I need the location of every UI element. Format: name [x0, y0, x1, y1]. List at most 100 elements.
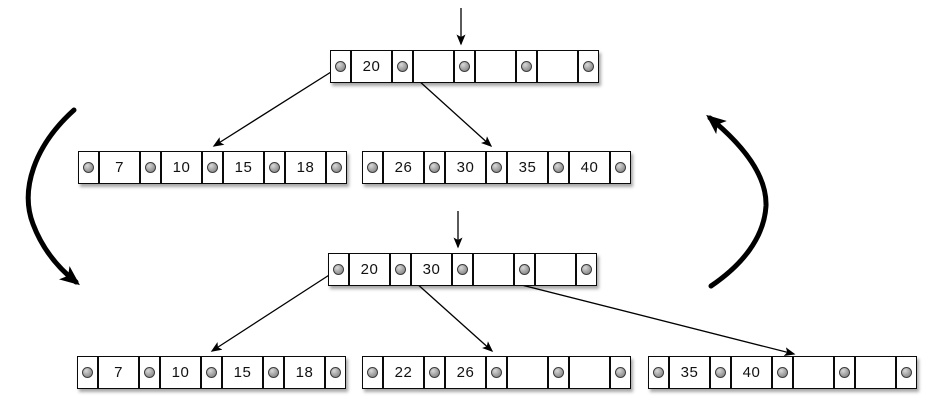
pointer-cell — [328, 253, 349, 286]
pointer-dot-icon — [335, 61, 346, 72]
pointer-dot-icon — [207, 162, 218, 173]
pointer-dot-icon — [615, 367, 626, 378]
pointer-cell — [834, 356, 855, 389]
key-cell — [413, 50, 454, 83]
link-top-root-to-left-child — [212, 65, 341, 147]
key-cell: 22 — [383, 356, 424, 389]
pointer-cell — [362, 151, 383, 184]
key-cell: 18 — [284, 356, 325, 389]
key-cell: 15 — [223, 151, 264, 184]
pointer-dot-icon — [553, 162, 564, 173]
pointer-cell — [362, 356, 383, 389]
pointer-cell — [578, 50, 599, 83]
pointer-cell — [648, 356, 669, 389]
key-cell: 10 — [160, 356, 201, 389]
pointer-dot-icon — [581, 264, 592, 275]
key-cell — [537, 50, 578, 83]
key-cell: 40 — [569, 151, 610, 184]
pointer-cell — [330, 50, 351, 83]
pointer-cell — [424, 151, 445, 184]
pointer-cell — [548, 356, 569, 389]
btree-node-top-child-left: 7 10 15 18 — [78, 151, 347, 184]
key-cell: 7 — [99, 151, 140, 184]
pointer-cell — [77, 356, 98, 389]
key-cell: 7 — [98, 356, 139, 389]
pointer-dot-icon — [459, 61, 470, 72]
pointer-dot-icon — [333, 264, 344, 275]
pointer-dot-icon — [491, 367, 502, 378]
pointer-cell — [452, 253, 473, 286]
key-cell — [569, 356, 610, 389]
key-cell — [793, 356, 834, 389]
pointer-dot-icon — [519, 264, 530, 275]
key-cell — [473, 253, 514, 286]
pointer-cell — [610, 151, 631, 184]
pointer-dot-icon — [83, 162, 94, 173]
btree-node-top-root: 20 — [330, 50, 599, 83]
pointer-dot-icon — [330, 367, 341, 378]
pointer-cell — [548, 151, 569, 184]
btree-node-bottom-child-middle: 22 26 — [362, 356, 631, 389]
pointer-cell — [202, 151, 223, 184]
pointer-dot-icon — [397, 61, 408, 72]
pointer-dot-icon — [653, 367, 664, 378]
pointer-dot-icon — [777, 367, 788, 378]
pointer-dot-icon — [367, 367, 378, 378]
pointer-dot-icon — [144, 367, 155, 378]
key-cell: 15 — [222, 356, 263, 389]
pointer-dot-icon — [367, 162, 378, 173]
pointer-dot-icon — [331, 162, 342, 173]
pointer-dot-icon — [615, 162, 626, 173]
pointer-cell — [139, 356, 160, 389]
pointer-cell — [486, 356, 507, 389]
pointer-cell — [514, 253, 535, 286]
pointer-cell — [78, 151, 99, 184]
pointer-dot-icon — [145, 162, 156, 173]
key-cell: 30 — [445, 151, 486, 184]
btree-node-bottom-child-right: 35 40 — [648, 356, 917, 389]
cycle-arrow-left-down — [25, 107, 80, 286]
pointer-dot-icon — [521, 61, 532, 72]
pointer-dot-icon — [429, 162, 440, 173]
key-cell — [475, 50, 516, 83]
key-cell: 35 — [507, 151, 548, 184]
key-cell: 18 — [285, 151, 326, 184]
key-cell — [855, 356, 896, 389]
pointer-cell — [326, 151, 347, 184]
pointer-dot-icon — [395, 264, 406, 275]
pointer-dot-icon — [553, 367, 564, 378]
pointer-dot-icon — [269, 162, 280, 173]
pointer-cell — [896, 356, 917, 389]
pointer-cell — [201, 356, 222, 389]
key-cell: 26 — [445, 356, 486, 389]
key-cell: 20 — [349, 253, 390, 286]
pointer-dot-icon — [839, 367, 850, 378]
pointer-cell — [390, 253, 411, 286]
pointer-cell — [710, 356, 731, 389]
pointer-cell — [264, 151, 285, 184]
key-cell: 20 — [351, 50, 392, 83]
pointer-cell — [772, 356, 793, 389]
key-cell: 30 — [411, 253, 452, 286]
pointer-dot-icon — [491, 162, 502, 173]
pointer-dot-icon — [715, 367, 726, 378]
pointer-dot-icon — [429, 367, 440, 378]
key-cell: 40 — [731, 356, 772, 389]
pointer-dot-icon — [457, 264, 468, 275]
pointer-cell — [325, 356, 346, 389]
pointer-dot-icon — [268, 367, 279, 378]
pointer-dot-icon — [206, 367, 217, 378]
pointer-cell — [424, 356, 445, 389]
btree-node-bottom-child-left: 7 10 15 18 — [77, 356, 346, 389]
key-cell: 10 — [161, 151, 202, 184]
key-cell: 35 — [669, 356, 710, 389]
key-cell — [535, 253, 576, 286]
cycle-arrow-right-up — [706, 114, 769, 289]
pointer-dot-icon — [583, 61, 594, 72]
key-cell — [507, 356, 548, 389]
pointer-cell — [263, 356, 284, 389]
pointer-cell — [454, 50, 475, 83]
